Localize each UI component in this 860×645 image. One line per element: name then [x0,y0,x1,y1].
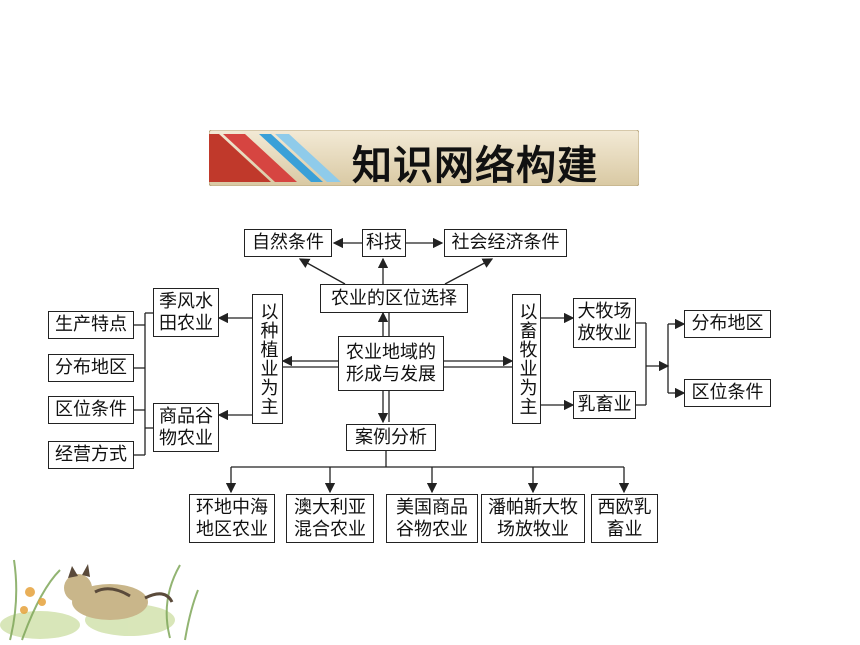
node-distribution-right: 分布地区 [684,310,771,338]
case-western-europe-dairy: 西欧乳 畜业 [591,494,658,543]
node-natural-conditions: 自然条件 [244,229,332,257]
node-livestock-dominant: 以畜牧业为主 [512,294,541,424]
node-location-conditions-right: 区位条件 [684,379,771,407]
cat-illustration [0,559,199,641]
node-location-conditions-left: 区位条件 [48,396,134,424]
title-banner [209,130,639,186]
node-planting-dominant: 以种植业为主 [252,294,283,424]
node-case-analysis: 案例分析 [346,424,436,451]
node-management: 经营方式 [48,441,134,469]
case-mediterranean: 环地中海 地区农业 [189,494,275,543]
case-usa-grain: 美国商品 谷物农业 [386,494,478,543]
case-pampas-ranch: 潘帕斯大牧 场放牧业 [481,494,585,543]
case-australia-mixed: 澳大利亚 混合农业 [286,494,374,543]
node-socioeconomic-conditions: 社会经济条件 [444,229,567,257]
node-production-features: 生产特点 [48,311,134,339]
node-location-choice: 农业的区位选择 [320,284,468,313]
node-large-ranch: 大牧场 放牧业 [573,298,636,348]
node-dairy: 乳畜业 [573,391,636,419]
page-title: 知识网络构建 [352,143,598,189]
node-center-topic: 农业地域的 形成与发展 [338,336,444,391]
node-monsoon-rice: 季风水 田农业 [153,288,219,337]
node-technology: 科技 [362,229,406,257]
node-distribution-left: 分布地区 [48,354,134,382]
node-commercial-grain: 商品谷 物农业 [153,403,219,452]
